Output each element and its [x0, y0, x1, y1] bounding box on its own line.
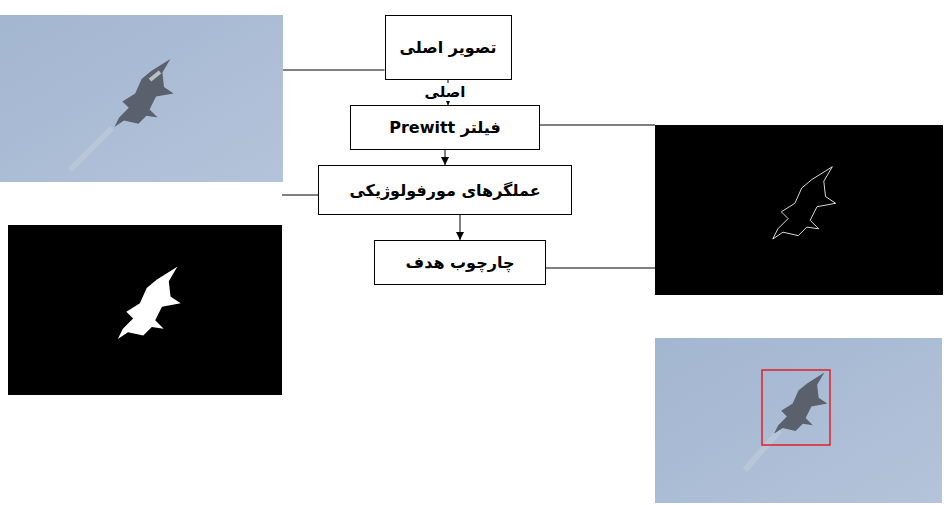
- process-box: تصویر اصلی: [385, 15, 512, 80]
- target-frame-photo: [655, 338, 942, 503]
- overflow-label: اصلی: [422, 83, 469, 101]
- flow-arrow: [460, 215, 461, 240]
- process-box: چارچوب هدف: [374, 240, 546, 285]
- box-label: چارچوب هدف: [406, 253, 515, 272]
- leader-line: [283, 70, 385, 71]
- box-label: عملگرهای مورفولوژیکی: [349, 181, 540, 200]
- process-box: عملگرهای مورفولوژیکی: [318, 165, 572, 215]
- morphology-mask-image: [8, 225, 282, 395]
- original-photo: [0, 15, 283, 182]
- leader-line: [546, 268, 655, 269]
- flow-arrow: [445, 150, 446, 165]
- process-box: فیلتر Prewitt: [350, 105, 540, 150]
- box-label: تصویر اصلی: [400, 38, 497, 57]
- prewitt-edge-image: [655, 125, 943, 295]
- leader-line: [282, 195, 318, 196]
- leader-line: [540, 125, 655, 126]
- box-label: فیلتر Prewitt: [389, 118, 501, 137]
